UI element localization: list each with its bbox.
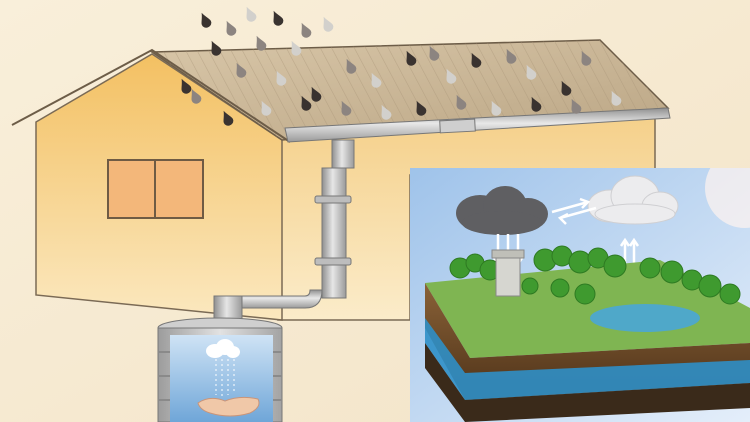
water-tower xyxy=(491,249,525,297)
dark-cloud xyxy=(456,186,548,235)
house-window xyxy=(107,159,204,219)
cupped-hands xyxy=(197,396,260,417)
transport-arrows xyxy=(551,197,597,225)
lake xyxy=(590,304,700,332)
water-cycle-inset xyxy=(410,168,750,422)
sun-glow xyxy=(705,168,750,228)
downpipe xyxy=(213,139,355,325)
roof-gutter xyxy=(284,107,671,143)
bedrock-layer xyxy=(425,343,750,422)
groundwater-layer xyxy=(425,318,750,400)
forest xyxy=(449,245,741,305)
roof-eave xyxy=(11,48,291,143)
white-cloud xyxy=(587,175,679,225)
rain-streaks xyxy=(215,359,235,397)
small-cloud xyxy=(206,339,240,358)
rain-in-hands-inset xyxy=(170,335,273,422)
